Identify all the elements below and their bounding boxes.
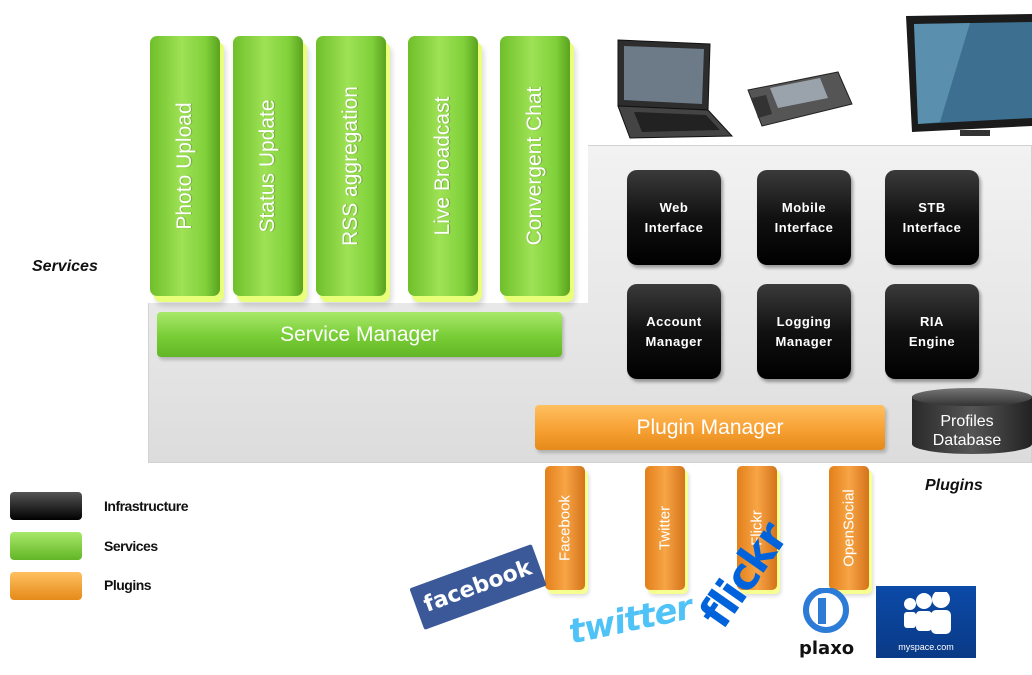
infra-label: Manager	[775, 333, 833, 349]
infra-label: RIA	[920, 313, 944, 329]
service-label: Convergent Chat	[523, 86, 546, 246]
plugin-label: Twitter	[656, 505, 674, 551]
plugin-label: Facebook	[556, 495, 574, 561]
services-side-label: Services	[32, 258, 98, 275]
laptop-icon	[617, 39, 734, 139]
twitter-logo: twitter	[565, 587, 696, 653]
service-convergent-chat: Convergent Chat	[500, 36, 570, 296]
database-label: Database	[932, 432, 1002, 449]
infra-label: Interface	[774, 219, 834, 235]
plugins-side-label: Plugins	[925, 477, 983, 494]
infra-label: Web	[659, 199, 689, 215]
profiles-database: Profiles Database	[912, 388, 1032, 456]
myspace-label: myspace.com	[898, 642, 954, 652]
plaxo-logo: plaxo	[799, 638, 855, 659]
legend-swatch-plugins	[10, 572, 82, 600]
service-photo-upload: Photo Upload	[150, 36, 220, 296]
infra-label: STB	[918, 199, 946, 215]
service-label: Photo Upload	[173, 102, 196, 230]
infra-label: Manager	[645, 333, 703, 349]
service-label: RSS aggregation	[339, 86, 362, 246]
database-label: Profiles	[940, 413, 994, 430]
service-label: Status Update	[256, 99, 279, 233]
plugin-label: OpenSocial	[840, 489, 858, 567]
myspace-people-icon	[904, 592, 951, 634]
plugin-opensocial: OpenSocial	[829, 466, 869, 590]
service-live-broadcast: Live Broadcast	[408, 36, 478, 296]
legend-label-plugins: Plugins	[104, 577, 152, 593]
infra-label: Engine	[908, 333, 956, 349]
stb-interface: STB Interface	[885, 170, 979, 265]
infra-label: Interface	[644, 219, 704, 235]
infra-label: Account	[646, 313, 702, 329]
legend-label-infrastructure: Infrastructure	[104, 498, 189, 514]
service-label: Live Broadcast	[431, 96, 454, 236]
facebook-logo: facebook	[409, 544, 547, 630]
ria-engine: RIA Engine	[885, 284, 979, 379]
infra-label: Mobile	[781, 199, 827, 215]
mobile-phone-icon	[747, 71, 853, 127]
infra-label: Interface	[902, 219, 962, 235]
plugin-manager: Plugin Manager	[535, 405, 885, 450]
plugin-twitter: Twitter	[645, 466, 685, 590]
service-status-update: Status Update	[233, 36, 303, 296]
flickr-logo: flickr	[690, 514, 798, 638]
database-top	[912, 388, 1032, 406]
plugin-flickr: Flickr	[737, 466, 777, 590]
service-manager: Service Manager	[157, 312, 562, 357]
legend-swatch-services	[10, 532, 82, 560]
myspace-logo: myspace.com	[876, 586, 976, 658]
tv-monitor-icon	[906, 14, 1032, 136]
service-rss-aggregation: RSS aggregation	[316, 36, 386, 296]
legend-swatch-infrastructure	[10, 492, 82, 520]
plugin-facebook: Facebook	[545, 466, 585, 590]
infra-label: Logging	[776, 313, 832, 329]
legend-label-services: Services	[104, 538, 158, 554]
plaxo-icon	[803, 588, 849, 633]
